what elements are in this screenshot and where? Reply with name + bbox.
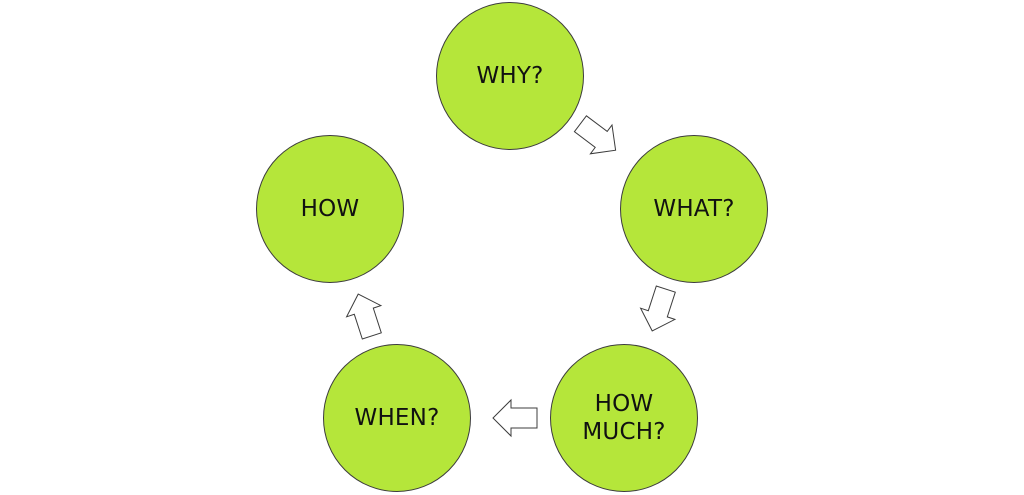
- arrow-how-much-to-when-icon: [492, 398, 538, 438]
- node-how-label: HOW: [300, 195, 360, 222]
- node-how-much-label: HOW MUCH?: [582, 390, 666, 445]
- arrow-why-to-what-icon: [573, 115, 617, 155]
- arrow-what-to-how-much-icon: [639, 285, 677, 332]
- node-what-label: WHAT?: [653, 195, 735, 222]
- node-why: WHY?: [436, 2, 584, 150]
- node-what: WHAT?: [620, 135, 768, 283]
- node-when: WHEN?: [323, 344, 471, 492]
- node-when-label: WHEN?: [354, 404, 440, 431]
- node-why-label: WHY?: [476, 62, 544, 89]
- node-how-much: HOW MUCH?: [550, 344, 698, 492]
- node-how: HOW: [256, 135, 404, 283]
- arrow-when-to-how-icon: [345, 293, 383, 340]
